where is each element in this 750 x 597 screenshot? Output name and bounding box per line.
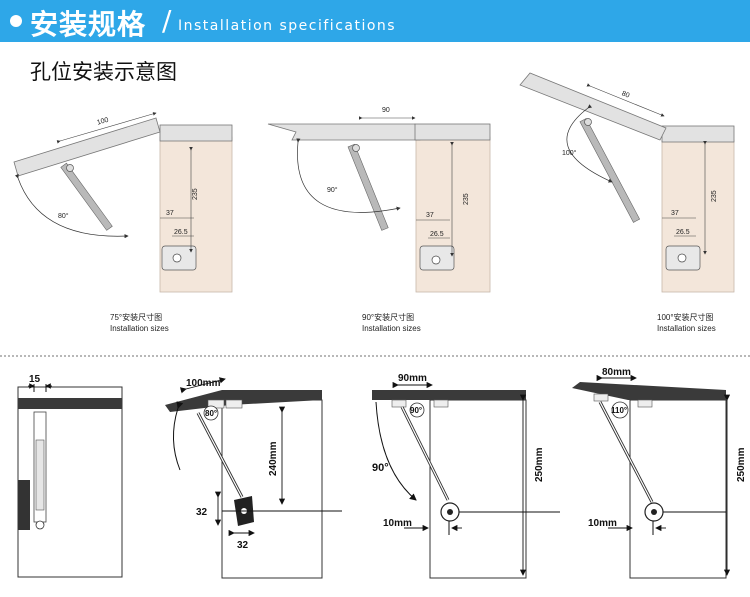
top-diagram-100: 80 235 37 26.5 100° bbox=[519, 72, 735, 293]
caption-75: 75°安装尺寸图 Installation sizes bbox=[110, 312, 169, 334]
section-divider bbox=[0, 355, 750, 357]
angle-label: 110° bbox=[611, 406, 627, 415]
door-panel bbox=[165, 390, 322, 412]
mount-bracket bbox=[18, 480, 30, 530]
gas-strut bbox=[579, 118, 641, 223]
thickness-label: 15 bbox=[29, 374, 41, 385]
door-panel bbox=[372, 390, 526, 400]
bottom-diagram-80: 100mm 80° 240mm 32 32 bbox=[165, 377, 342, 579]
height-label: 235 bbox=[711, 190, 718, 202]
bracket-h-label: 32 bbox=[196, 507, 208, 518]
header-banner: 安装规格 / Installation specifications bbox=[0, 0, 750, 42]
width-label: 90 bbox=[382, 107, 390, 114]
width-label: 100 bbox=[96, 117, 109, 127]
bottom-diagram-90: 90mm 90° 90° 250mm 10mm bbox=[372, 373, 560, 579]
door-panel bbox=[13, 117, 161, 177]
angle-label: 80° bbox=[58, 212, 69, 220]
offset-label: 10mm bbox=[588, 518, 617, 529]
door-panel bbox=[572, 382, 726, 400]
top-diagram-90: 90 235 37 26.5 90° bbox=[267, 107, 491, 293]
caption-en: Installation sizes bbox=[657, 324, 716, 333]
width-label: 80 bbox=[620, 90, 630, 99]
top-diagram-75: 100 235 37 26.5 80° bbox=[13, 112, 233, 293]
angle-outer-label: 90° bbox=[372, 462, 389, 474]
dim-a: 37 bbox=[426, 212, 434, 219]
height-label: 250mm bbox=[534, 447, 545, 482]
header-subtitle: Installation specifications bbox=[178, 18, 397, 34]
bullet-icon bbox=[10, 15, 22, 27]
height-label: 235 bbox=[463, 193, 470, 205]
caption-90: 90°安装尺寸图 Installation sizes bbox=[362, 312, 421, 334]
dim-b: 26.5 bbox=[676, 229, 690, 236]
bottom-side-view: 15 bbox=[17, 374, 123, 578]
bracket-w-label: 32 bbox=[237, 540, 249, 551]
gas-strut bbox=[60, 162, 113, 231]
caption-en: Installation sizes bbox=[362, 324, 421, 333]
caption-en: Installation sizes bbox=[110, 324, 169, 333]
header-title: 安装规格 bbox=[30, 8, 147, 41]
width-label: 90mm bbox=[398, 373, 427, 384]
angle-label: 90° bbox=[410, 406, 422, 415]
door-panel bbox=[519, 72, 667, 141]
caption-cn: 90°安装尺寸图 bbox=[362, 313, 415, 322]
dim-b: 26.5 bbox=[174, 229, 188, 236]
height-label: 235 bbox=[192, 188, 199, 200]
dim-a: 37 bbox=[166, 210, 174, 217]
dim-a: 37 bbox=[671, 210, 679, 217]
cabinet-top bbox=[159, 124, 233, 142]
width-label: 100mm bbox=[186, 378, 221, 389]
caption-cn: 100°安装尺寸图 bbox=[657, 313, 714, 322]
caption-100: 100°安装尺寸图 Installation sizes bbox=[657, 312, 716, 334]
bottom-diagram-110: 80mm 110° 250mm 10mm bbox=[572, 367, 747, 579]
width-label: 80mm bbox=[602, 367, 631, 378]
header-slash: / bbox=[162, 4, 172, 37]
offset-label: 10mm bbox=[383, 518, 412, 529]
section-title: 孔位安装示意图 bbox=[30, 60, 177, 84]
caption-cn: 75°安装尺寸图 bbox=[110, 313, 163, 322]
door-panel bbox=[267, 123, 421, 141]
angle-label: 90° bbox=[327, 186, 338, 194]
height-label: 240mm bbox=[268, 441, 279, 476]
angle-label: 100° bbox=[562, 149, 577, 157]
dim-b: 26.5 bbox=[430, 231, 444, 238]
height-label: 250mm bbox=[736, 447, 747, 482]
gas-strut bbox=[347, 143, 389, 231]
angle-label: 80° bbox=[205, 409, 217, 418]
